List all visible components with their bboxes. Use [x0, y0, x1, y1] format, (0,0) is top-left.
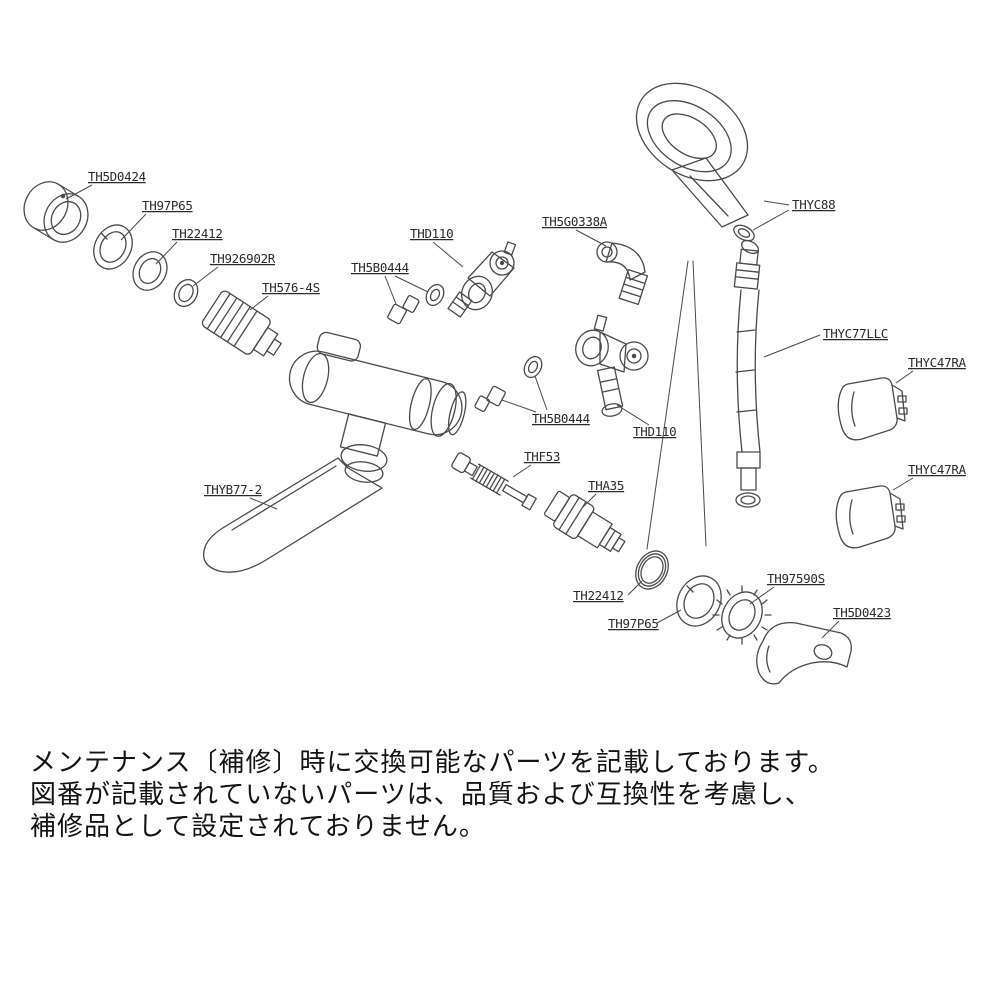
exploded-parts-diagram: TH5D0424 TH97P65 TH22412 TH926902R TH576…	[23, 82, 967, 685]
part-number-text: TH22412	[573, 588, 624, 603]
label-tha35: THA35	[582, 478, 624, 508]
part-nut-set-mid	[474, 355, 543, 412]
label-th5g0338a: TH5G0338A	[542, 214, 608, 247]
label-th5b0444-mid: TH5B0444	[501, 375, 590, 426]
maintenance-note: メンテナンス〔補修〕時に交換可能なパーツを記載しております。 図番が記載されてい…	[30, 746, 835, 842]
label-th5d0424: TH5D0424	[65, 169, 146, 200]
label-th22412-top: TH22412	[155, 226, 223, 265]
part-number-text: TH5B0444	[532, 411, 590, 426]
label-thyc77llc: THYC77LLC	[763, 326, 888, 358]
part-shower-head	[635, 82, 760, 255]
part-number-text: THYC77LLC	[823, 326, 888, 341]
part-number-text: TH5D0423	[833, 605, 891, 620]
label-thyc47ra-lower: THYC47RA	[892, 462, 967, 491]
part-nut-set-top	[387, 283, 445, 325]
part-spout	[202, 457, 383, 573]
hose-group-lines	[646, 260, 707, 550]
label-th97p65-top: TH97P65	[120, 198, 193, 241]
part-number-text: TH926902R	[210, 251, 276, 266]
part-handle-cartridge	[543, 490, 626, 553]
part-number-text: TH97P65	[608, 616, 659, 631]
part-elbow-fitting	[596, 241, 649, 306]
maintenance-note-line1: メンテナンス〔補修〕時に交換可能なパーツを記載しております。	[30, 747, 835, 777]
part-number-text: THYC47RA	[908, 462, 967, 477]
part-number-text: THD110	[633, 424, 676, 439]
maintenance-note-line3: 補修品として設定されておりません。	[30, 811, 486, 841]
part-number-text: THA35	[588, 478, 624, 493]
part-number-text: THYB77-2	[204, 482, 262, 497]
part-handle-escutcheon	[756, 621, 852, 685]
label-thyb77-2: THYB77-2	[204, 482, 278, 510]
label-th22412-bottom: TH22412	[573, 580, 643, 603]
part-number-text: THD110	[410, 226, 453, 241]
label-th926902r: TH926902R	[192, 251, 276, 287]
part-ring-bottom-2	[676, 575, 722, 627]
part-number-text: TH97590S	[767, 571, 825, 586]
part-wall-bracket-lower	[835, 485, 906, 549]
part-number-text: TH22412	[172, 226, 223, 241]
part-shower-hose	[733, 248, 761, 508]
label-th97590s: TH97590S	[749, 571, 825, 605]
label-th5b0444-top: TH5B0444	[351, 260, 429, 305]
label-th5d0423: TH5D0423	[821, 605, 891, 639]
part-ring-bottom-1	[635, 550, 669, 590]
part-number-text: THYC47RA	[908, 355, 967, 370]
label-thd110-mid: THD110	[616, 404, 677, 439]
label-th97p65-bottom: TH97P65	[608, 609, 682, 631]
part-number-text: TH97P65	[142, 198, 193, 213]
part-ring-top-1	[93, 224, 133, 270]
part-labels: TH5D0424 TH97P65 TH22412 TH926902R TH576…	[65, 169, 967, 639]
part-wall-bracket-upper	[837, 377, 908, 441]
part-number-text: TH5G0338A	[542, 214, 608, 229]
part-ring-small	[173, 278, 199, 308]
maintenance-note-line2: 図番が記載されていないパーツは、品質および互換性を考慮し、	[30, 779, 812, 809]
part-escutcheon-cap	[23, 181, 89, 243]
part-ring-top-2	[132, 251, 168, 291]
part-number-text: THYC88	[792, 197, 835, 212]
part-lock-nut	[712, 585, 772, 645]
part-number-text: TH576-4S	[262, 280, 320, 295]
part-shower-connector-mid	[575, 314, 649, 417]
label-th576-4s: TH576-4S	[249, 280, 320, 311]
label-thyc88: THYC88	[752, 197, 836, 231]
part-valve-body	[288, 331, 467, 483]
part-spindle	[451, 452, 537, 511]
part-number-text: TH5B0444	[351, 260, 409, 275]
label-thyc47ra-upper: THYC47RA	[895, 355, 967, 384]
part-thermo-cartridge	[201, 290, 282, 357]
label-thf53: THF53	[512, 449, 560, 478]
part-shower-connector-top	[447, 241, 517, 318]
diagram-drawing	[23, 82, 908, 685]
part-number-text: THF53	[524, 449, 560, 464]
part-number-text: TH5D0424	[88, 169, 146, 184]
label-thd110-top: THD110	[410, 226, 464, 268]
